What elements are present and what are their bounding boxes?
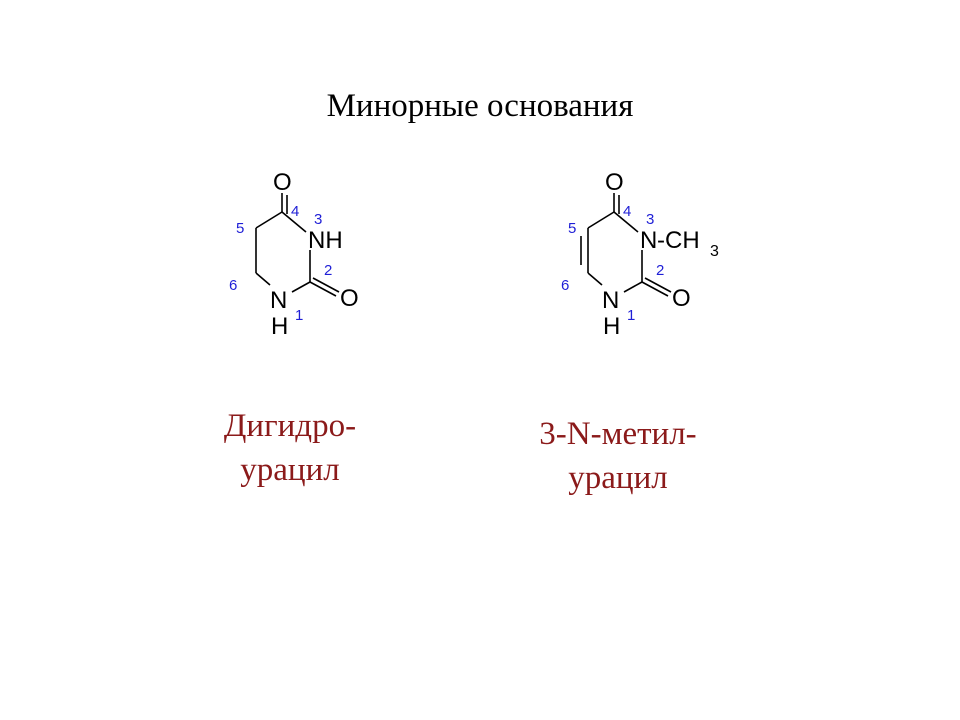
caption-line: урацил — [240, 452, 340, 488]
atom-number-5: 5 — [568, 220, 576, 237]
atom-number-1: 1 — [295, 307, 303, 324]
atom-o4: O — [605, 169, 624, 196]
atom-number-3: 3 — [646, 211, 654, 228]
methyluracil-caption: 3-N-метил- урацил — [488, 412, 748, 500]
bond-n1-c2 — [623, 281, 643, 293]
caption-line: 3-N-метил- — [539, 416, 697, 452]
atom-number-4: 4 — [623, 203, 631, 220]
atom-number-5: 5 — [236, 220, 244, 237]
caption-line: Дигидро- — [223, 408, 357, 444]
bond-n3-c4 — [281, 211, 307, 233]
bond-n3-c4 — [613, 211, 639, 233]
bond-c2-o2 — [309, 281, 337, 297]
atom-o4: O — [273, 169, 292, 196]
atom-o2: O — [672, 285, 691, 312]
bond-c6-n1 — [587, 272, 603, 286]
bond-c4-c5 — [255, 211, 283, 229]
atom-o2: O — [340, 285, 359, 312]
methyluracil-bonds — [580, 193, 672, 297]
methyl-group: -CH — [657, 227, 700, 254]
atom-nh3: NH — [308, 227, 343, 254]
bond-c6-n1 — [255, 272, 271, 286]
atom-number-3: 3 — [314, 211, 322, 228]
atom-h1: H — [603, 313, 620, 340]
dihydrouracil-structure: O NH N H O 4 3 5 2 6 1 — [229, 169, 359, 340]
atom-number-1: 1 — [627, 307, 635, 324]
atom-n3: N — [640, 227, 657, 254]
bond-c2-o2-double — [312, 277, 340, 293]
bond-c2-o2-double — [644, 277, 672, 293]
atom-number-6: 6 — [561, 277, 569, 294]
page-title: Минорные основания — [326, 88, 634, 124]
bond-c2-o2 — [641, 281, 669, 297]
dihydrouracil-caption: Дигидро- урацил — [160, 404, 420, 492]
methyluracil-structure: O N -CH 3 N H O 4 3 5 2 6 1 — [561, 169, 719, 340]
atom-h1: H — [271, 313, 288, 340]
atom-number-2: 2 — [656, 262, 664, 279]
atom-n1: N — [270, 287, 287, 314]
methyl-subscript: 3 — [710, 243, 719, 260]
atom-number-6: 6 — [229, 277, 237, 294]
dihydrouracil-bonds — [255, 193, 340, 297]
atom-number-2: 2 — [324, 262, 332, 279]
caption-line: урацил — [568, 460, 668, 496]
atom-number-4: 4 — [291, 203, 299, 220]
bond-c4-c5 — [587, 211, 615, 229]
bond-n1-c2 — [291, 281, 311, 293]
atom-n1: N — [602, 287, 619, 314]
